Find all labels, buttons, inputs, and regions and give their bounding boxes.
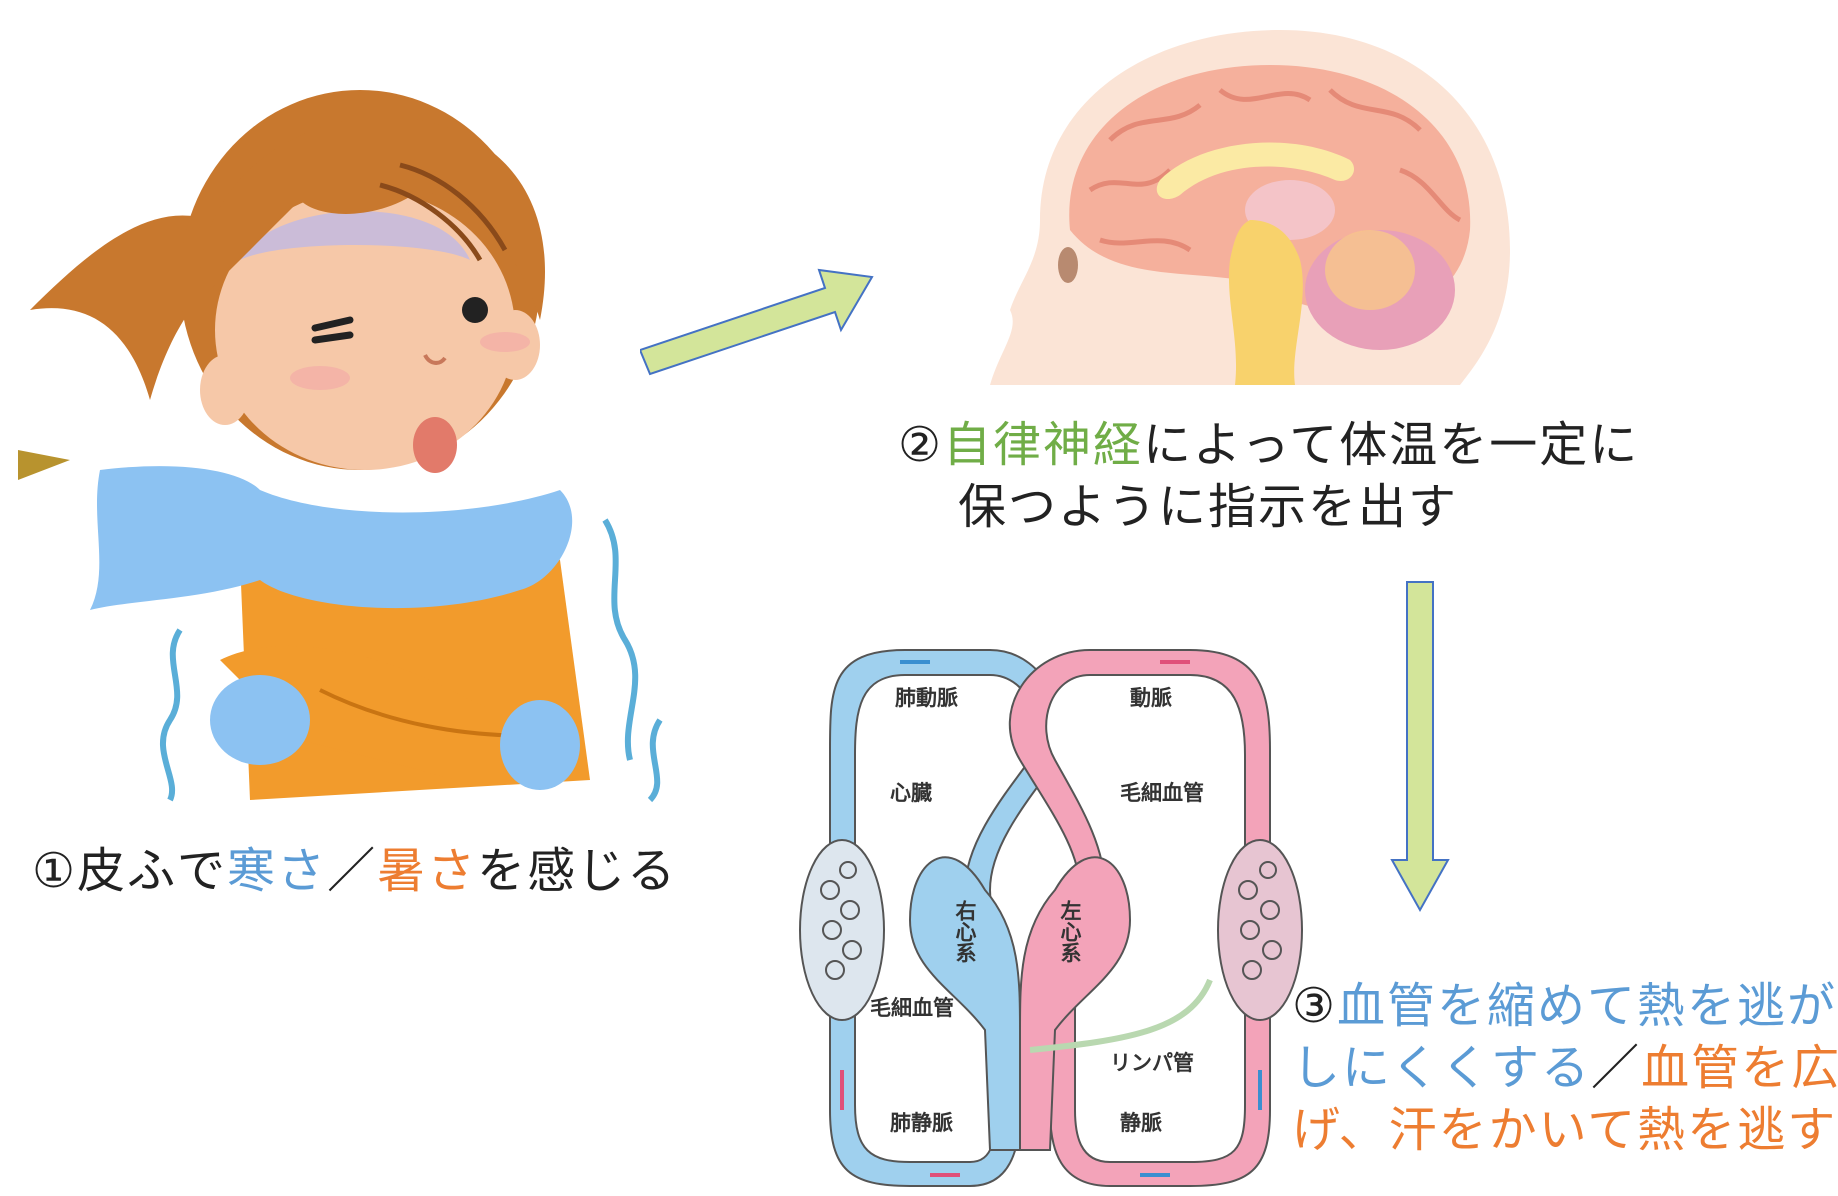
step2-line2: 保つように指示を出す — [958, 479, 1459, 535]
label-pulmonary-artery: 肺動脈 — [895, 686, 958, 710]
shiver-line — [159, 628, 183, 802]
step3-hot-line2: 血管を広 — [1641, 1040, 1838, 1096]
step3-line1: ③血管を縮めて熱を逃が — [1292, 975, 1838, 1037]
step2-line1-rest: によって体温を一定に — [1143, 417, 1640, 473]
step3-line3: げ、汗をかいて熱を逃す — [1292, 1102, 1838, 1158]
step1-caption: ①皮ふで寒さ／暑さを感じる — [32, 840, 677, 902]
brainstem — [1228, 220, 1303, 385]
arrow-to-brain — [640, 268, 874, 376]
right-heart — [908, 856, 1021, 1151]
label-pulmonary-vein: 肺静脈 — [890, 1111, 953, 1135]
step1-slash: ／ — [327, 843, 378, 899]
step1-post: を感じる — [477, 843, 678, 899]
label-artery: 動脈 — [1130, 686, 1172, 710]
brain-illustration — [990, 30, 1510, 385]
step2-line1: ②自律神経によって体温を一定に — [898, 414, 1639, 476]
shiver-line — [647, 718, 663, 803]
step3-cold-line2: しにくくする — [1292, 1040, 1592, 1096]
label-left-heart: 左心系 — [1058, 899, 1082, 963]
label-lymph: リンパ管 — [1110, 1051, 1194, 1075]
label-vein: 静脈 — [1120, 1111, 1162, 1135]
step1-hot: 暑さ — [377, 843, 478, 899]
circulation-diagram: 肺動脈 動脈 心臓 毛細血管 右心系 左心系 毛細血管 リンパ管 肺静脈 静脈 — [799, 649, 1303, 1187]
step3-cold-line1: 血管を縮めて熱を逃が — [1337, 978, 1838, 1034]
mitten-right — [500, 700, 580, 790]
scarf — [90, 466, 573, 610]
mitten-left — [210, 675, 310, 765]
step3-caption: ③血管を縮めて熱を逃が しにくくする／血管を広 げ、汗をかいて熱を逃す — [1292, 975, 1838, 1161]
arrow-down — [1390, 581, 1450, 913]
step2-nerve: 自律神経 — [943, 417, 1144, 473]
step2-number: ② — [898, 417, 944, 473]
bangs — [199, 116, 545, 320]
step1-cold: 寒さ — [227, 843, 328, 899]
wind-line — [18, 450, 70, 480]
label-capillary-right: 毛細血管 — [1120, 781, 1204, 805]
cold-girl-illustration — [18, 90, 663, 803]
step1-number: ① — [32, 843, 78, 899]
lymph-vessel — [1029, 978, 1213, 1053]
step1-pre: 皮ふで — [77, 843, 228, 899]
left-heart — [1019, 856, 1132, 1151]
ponytail — [30, 215, 230, 400]
corpus-callosum — [1156, 142, 1355, 200]
label-heart: 心臓 — [890, 781, 932, 805]
shiver-line — [602, 518, 639, 761]
step3-number: ③ — [1292, 978, 1338, 1034]
label-right-heart: 右心系 — [953, 899, 977, 963]
label-capillary-left: 毛細血管 — [870, 996, 954, 1020]
step3-line2: しにくくする／血管を広 — [1292, 1037, 1838, 1099]
step3-slash: ／ — [1591, 1040, 1642, 1096]
step2-caption: ②自律神経によって体温を一定に 保つように指示を出す — [898, 414, 1639, 538]
